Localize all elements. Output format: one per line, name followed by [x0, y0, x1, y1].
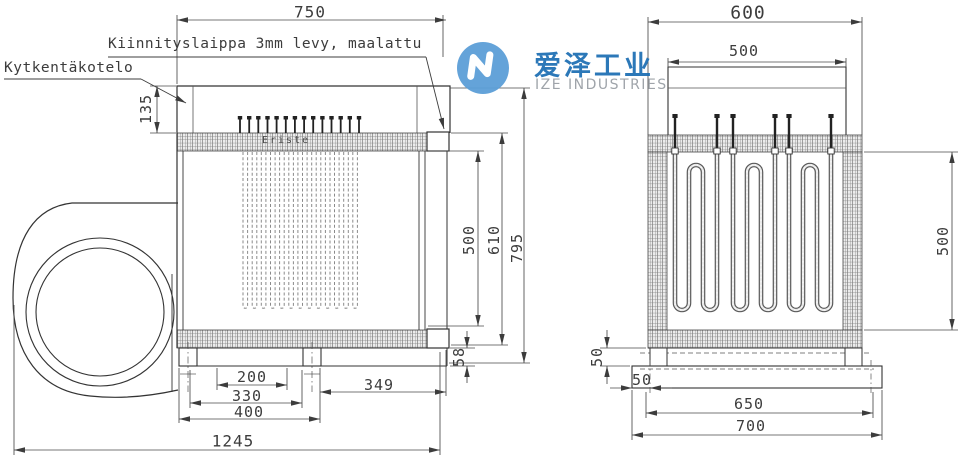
junction-box-end: [667, 66, 847, 135]
dim-500-right: 500: [934, 225, 952, 257]
heating-elements: [675, 152, 831, 310]
dim-50-vertical: 50: [588, 346, 606, 368]
leader-lines: [4, 56, 445, 130]
left-view-side: [4, 15, 530, 455]
left-view-dimensions: [13, 15, 530, 455]
ize-industries-logo: 爱泽工业 IZE INDUSTRIES: [455, 40, 685, 98]
terminal-studs-side: [237, 116, 362, 133]
insulation-label: Eriste: [262, 135, 311, 146]
dim-400: 400: [233, 403, 265, 421]
dim-500-left: 500: [460, 224, 478, 256]
element-tubes-side: [242, 151, 358, 309]
dim-700: 700: [735, 417, 767, 435]
dim-135: 135: [137, 93, 155, 125]
dim-750: 750: [294, 2, 326, 22]
junction-box-outline: [176, 85, 451, 133]
dim-1245: 1245: [211, 431, 255, 451]
right-view-dimensions: [600, 17, 958, 440]
dim-50-horizontal: 50: [631, 371, 653, 389]
fan-scroll: [12, 202, 179, 398]
dim-610: 610: [485, 224, 503, 256]
base-rail: [178, 342, 448, 392]
dim-58: 58: [450, 346, 468, 368]
logo-chinese-text: 爱泽工业: [534, 51, 654, 82]
dim-200: 200: [236, 368, 268, 386]
dim-330: 330: [231, 387, 263, 405]
flange-note: Kiinnityslaippa 3mm levy, maalattu: [108, 36, 422, 52]
dim-500-box: 500: [728, 42, 760, 60]
base-tray: [631, 347, 883, 394]
junction-box-label: Kytkentäkotelo: [4, 60, 134, 76]
dim-349: 349: [363, 376, 395, 394]
insulation-band-bottom: [176, 329, 428, 349]
dim-600: 600: [730, 2, 766, 24]
foot-left-end: [649, 347, 668, 367]
casing-insulation: [647, 134, 863, 349]
dim-795: 795: [508, 232, 526, 264]
foot-right-end: [844, 347, 863, 367]
dim-650: 650: [733, 395, 765, 413]
ize-logo-icon: [457, 42, 509, 94]
flange-clip-top: [426, 131, 450, 152]
duct-walls: [176, 131, 450, 349]
right-view-end: [600, 17, 958, 440]
logo-english-text: IZE INDUSTRIES: [535, 77, 668, 93]
flange-clip-bottom: [426, 328, 450, 349]
